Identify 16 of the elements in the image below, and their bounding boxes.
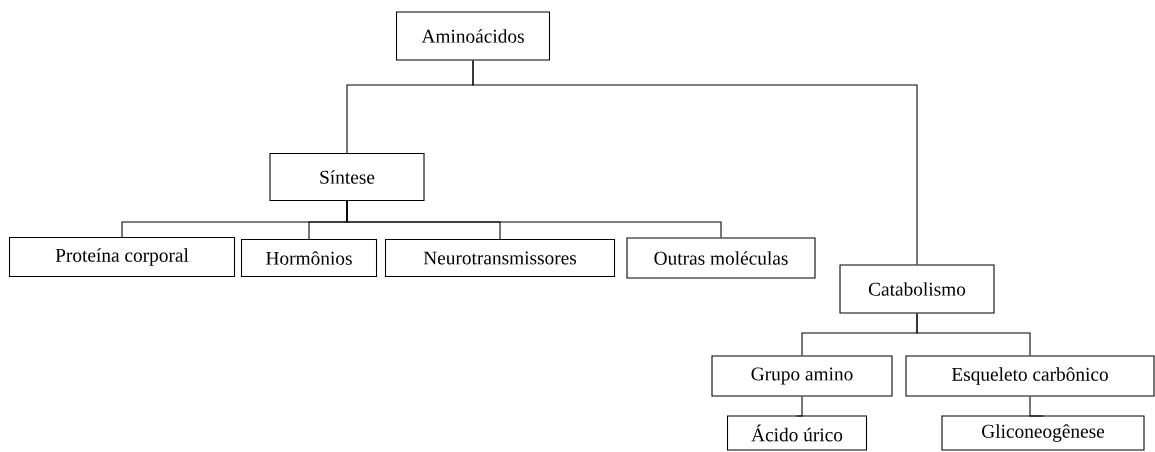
label-box: Grupo amino: [711, 355, 893, 397]
label-box: Outras moléculas: [626, 237, 816, 279]
label-box: Esqueleto carbônico: [905, 355, 1155, 397]
label-box: Síntese: [269, 152, 425, 202]
connector-line: [346, 200, 722, 238]
label-box: Aminoácidos: [395, 11, 551, 61]
label-box: Proteína corporal: [9, 236, 236, 278]
label-box: Ácido úrico: [726, 415, 868, 451]
connector-line: [1029, 396, 1044, 417]
label-box: Gliconeogênese: [941, 415, 1145, 451]
connector-line: [796, 396, 803, 417]
label-box: Hormônios: [240, 238, 378, 278]
connector-line: [916, 313, 1031, 356]
label-box: Neurotransmissores: [384, 238, 616, 278]
label-box: Catabolismo: [839, 264, 995, 314]
connector-line: [472, 60, 918, 265]
